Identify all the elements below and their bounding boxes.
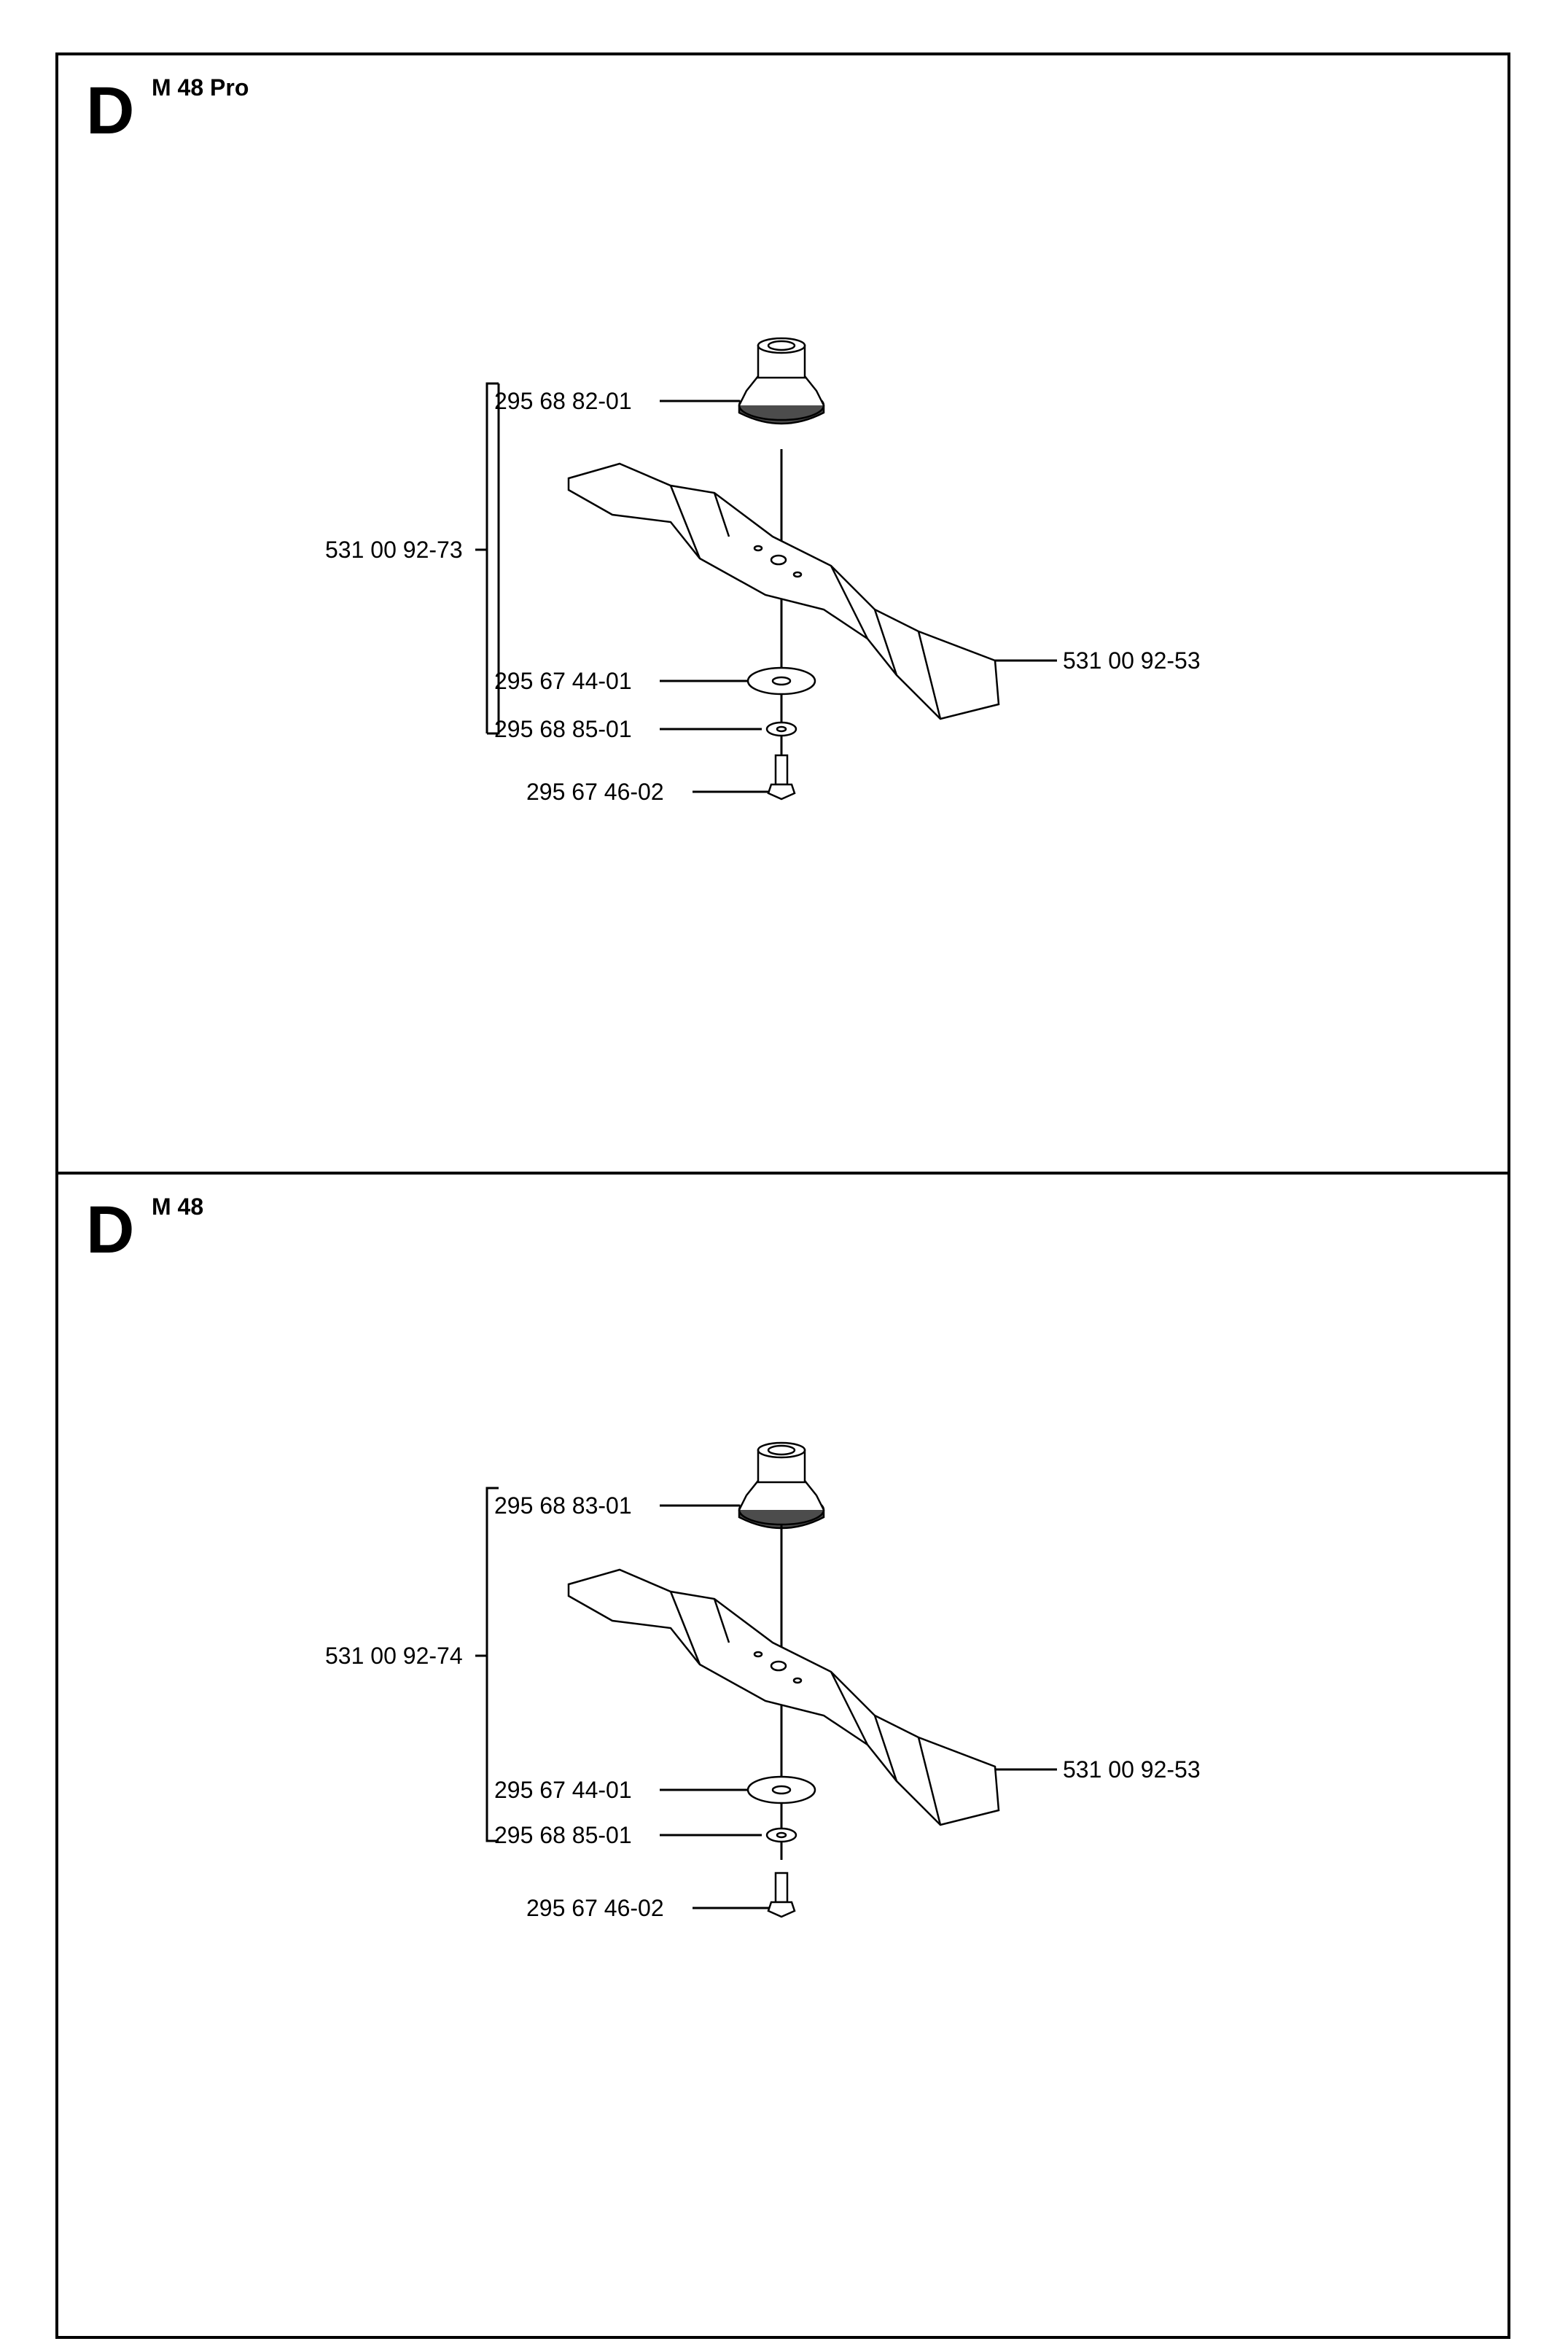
section-m48: D M 48: [58, 1175, 1507, 2336]
bolt-drawing: [767, 1872, 796, 1918]
part-label-assembly: 531 00 92-73: [325, 537, 463, 563]
exploded-diagram: [475, 1441, 1057, 1918]
page-frame: [55, 52, 1510, 2339]
section-model: M 48 Pro: [152, 74, 249, 101]
bolt-drawing: [767, 754, 796, 801]
section-m48-pro: D M 48 Pro: [58, 55, 1507, 1172]
washer-small-drawing: [765, 721, 797, 737]
washer-large-drawing: [746, 1775, 816, 1804]
blade-drawing: [567, 1568, 1000, 1826]
part-label-washer-large: 295 67 44-01: [494, 1777, 632, 1803]
part-label-hub: 295 68 83-01: [494, 1492, 632, 1519]
assembly-bracket: [485, 382, 499, 733]
hub-drawing: [738, 337, 825, 425]
part-label-blade: 531 00 92-53: [1063, 647, 1201, 674]
part-label-washer-small: 295 68 85-01: [494, 716, 632, 742]
part-label-washer-large: 295 67 44-01: [494, 668, 632, 694]
part-label-hub: 295 68 82-01: [494, 388, 632, 414]
hub-drawing: [738, 1441, 825, 1530]
exploded-diagram: [475, 337, 1057, 801]
washer-small-drawing: [765, 1827, 797, 1843]
section-letter: D: [86, 74, 135, 148]
part-label-bolt: 295 67 46-02: [526, 1895, 664, 1921]
part-label-bolt: 295 67 46-02: [526, 779, 664, 805]
section-letter: D: [86, 1193, 135, 1267]
blade-drawing: [567, 462, 1000, 720]
assembly-bracket: [485, 1487, 499, 1842]
part-label-assembly: 531 00 92-74: [325, 1643, 463, 1669]
washer-large-drawing: [746, 666, 816, 696]
section-divider: [55, 1172, 1510, 1175]
part-label-blade: 531 00 92-53: [1063, 1756, 1201, 1783]
part-label-washer-small: 295 68 85-01: [494, 1822, 632, 1848]
assembly-bracket-lower: [487, 383, 500, 735]
section-model: M 48: [152, 1193, 204, 1220]
